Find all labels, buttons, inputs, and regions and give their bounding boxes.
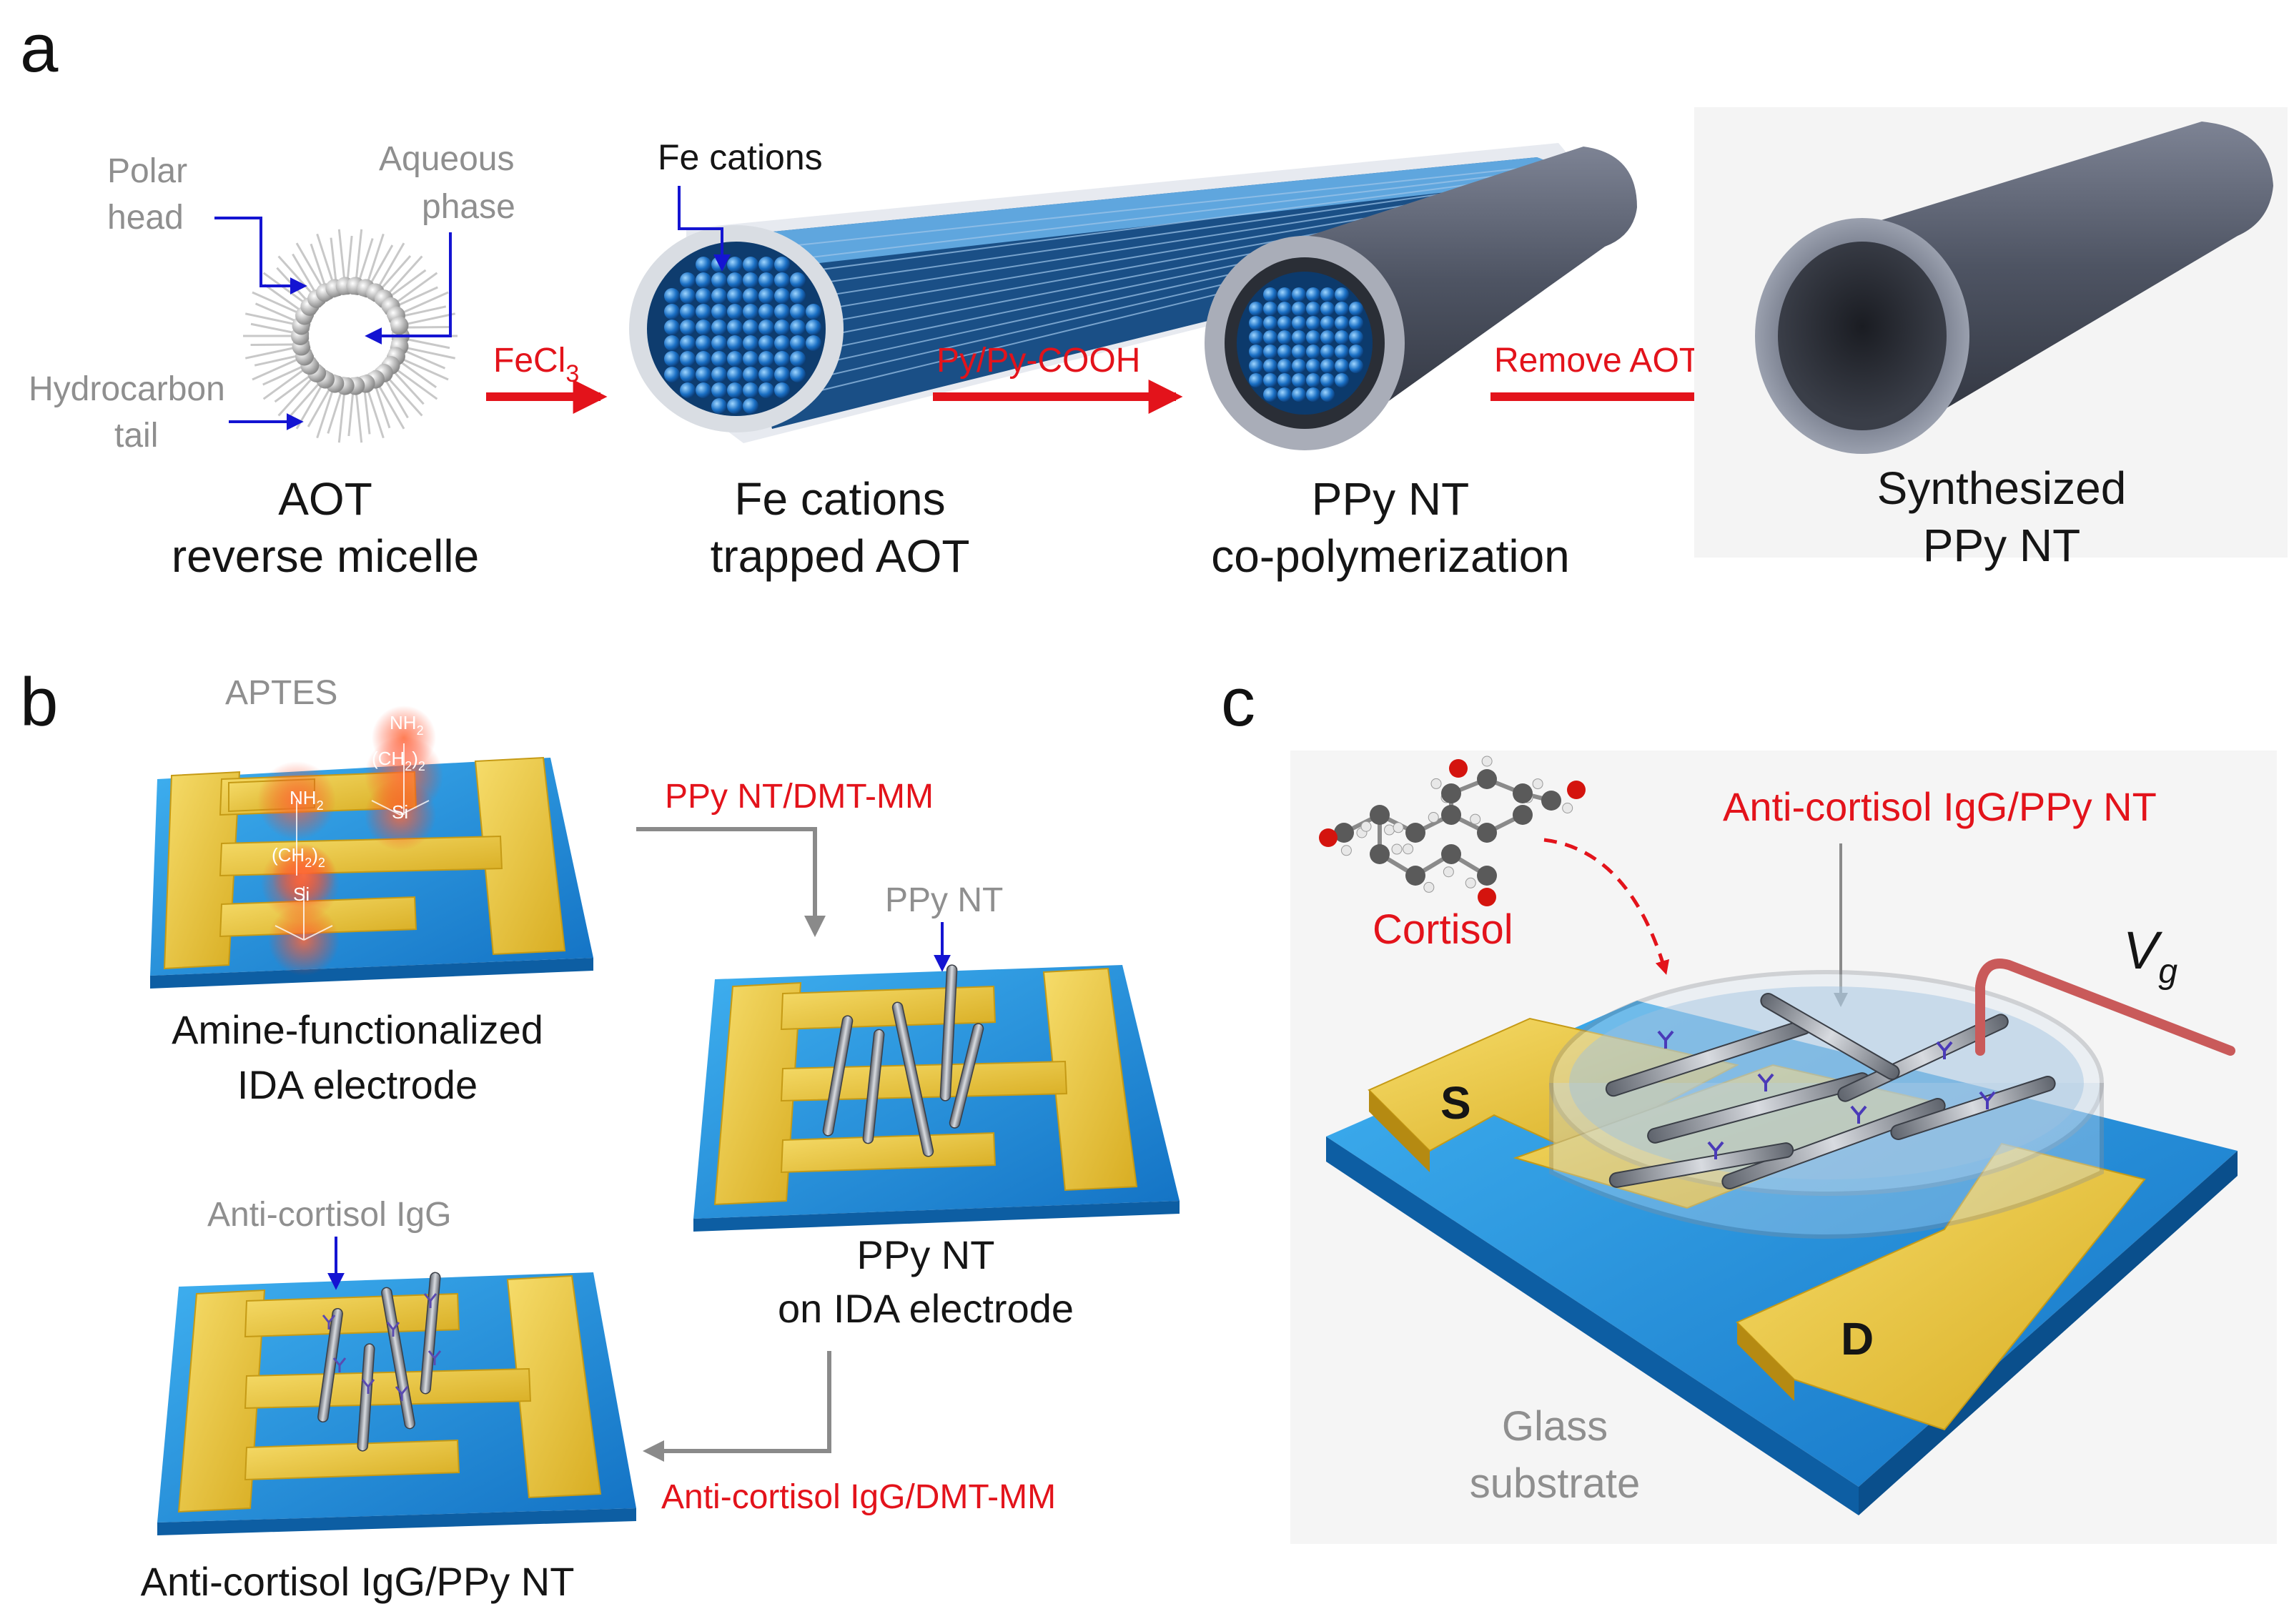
aptes-chemistry-labels: NH2 (CH2)2 Si NH2 (CH2)2 Si <box>272 712 425 905</box>
synthesized-caption-2: PPy NT <box>1923 520 2080 571</box>
ch2-label-top: (CH2)2 <box>372 748 425 773</box>
cortisol-label: Cortisol <box>1373 906 1513 953</box>
ch2-label-bottom: (CH2)2 <box>272 844 325 870</box>
aot-caption-1: AOT <box>278 473 372 525</box>
vg-label: Vg <box>2123 921 2177 991</box>
fet-device <box>1326 1001 2238 1515</box>
electrode3-caption: Anti-cortisol IgG/PPy NT <box>141 1559 575 1604</box>
synthesized-caption-1: Synthesized <box>1877 462 2127 514</box>
step1-label: PPy NT/DMT-MM <box>665 778 934 816</box>
fe-cations-pointer <box>678 186 731 272</box>
si-label-top: Si <box>392 801 408 823</box>
py-cooh-label: Py/Py-COOH <box>936 342 1140 380</box>
anti-cortisol-ppy-label: Anti-cortisol IgG/PPy NT <box>1723 784 2157 829</box>
amine-functionalized-electrode <box>150 705 593 989</box>
fe-caption-1: Fe cations <box>734 473 945 525</box>
fe-cations-label: Fe cations <box>658 137 823 177</box>
hydrocarbon-tail-label-1: Hydrocarbon <box>29 370 225 408</box>
aqueous-phase-pointer <box>365 232 452 345</box>
polar-head-label-1: Polar <box>107 152 187 190</box>
polar-head-label-2: head <box>107 199 184 237</box>
glass-substrate-label-1: Glass <box>1502 1403 1608 1450</box>
drain-label: D <box>1841 1313 1874 1365</box>
gate-electrode-wire <box>1975 959 2235 1056</box>
step1-arrow <box>636 827 826 937</box>
anti-cortisol-igg-electrode <box>157 1272 636 1535</box>
electrode2-caption-2: on IDA electrode <box>778 1286 1074 1331</box>
panel-a-letter: a <box>20 10 59 86</box>
electrode1-caption-1: Amine-functionalized <box>172 1007 543 1052</box>
remove-aot-label: Remove AOT <box>1494 342 1700 380</box>
ppy-nt-electrode <box>693 964 1180 1232</box>
aot-caption-2: reverse micelle <box>172 530 479 582</box>
ppy-nt-label: PPy NT <box>885 881 1003 919</box>
ppy-caption-2: co-polymerization <box>1211 530 1570 582</box>
synthesized-ppy-tube <box>1755 122 2273 454</box>
solution-reservoir <box>1549 970 2104 1239</box>
si-label-bottom: Si <box>293 883 310 905</box>
step2-label: Anti-cortisol IgG/DMT-MM <box>661 1478 1056 1516</box>
electrode1-caption-2: IDA electrode <box>237 1062 478 1107</box>
panel-c-letter: c <box>1221 664 1255 741</box>
ppy-copolymerization-tube <box>1205 147 1637 450</box>
igg-label: Anti-cortisol IgG <box>207 1196 451 1234</box>
aqueous-phase-label-1: Aqueous <box>379 140 515 178</box>
ppy-caption-1: PPy NT <box>1312 473 1469 525</box>
fecl3-label: FeCl3 <box>493 342 579 387</box>
glass-substrate-label-2: substrate <box>1470 1460 1641 1507</box>
nh2-label-top: NH2 <box>390 712 424 738</box>
panel-b-letter: b <box>20 664 58 741</box>
step2-arrow <box>643 1351 831 1462</box>
cortisol-binding-arrow <box>1543 838 1670 975</box>
electrode2-caption-1: PPy NT <box>857 1232 995 1277</box>
aptes-label: APTES <box>225 674 337 712</box>
aqueous-phase-label-2: phase <box>422 188 515 226</box>
source-label: S <box>1440 1077 1471 1129</box>
polar-head-pointer <box>214 217 307 294</box>
fe-caption-2: trapped AOT <box>711 530 970 582</box>
cortisol-molecule <box>1319 756 1586 906</box>
nh2-label-bottom: NH2 <box>290 787 324 813</box>
hydrocarbon-tail-label-2: tail <box>114 417 158 455</box>
